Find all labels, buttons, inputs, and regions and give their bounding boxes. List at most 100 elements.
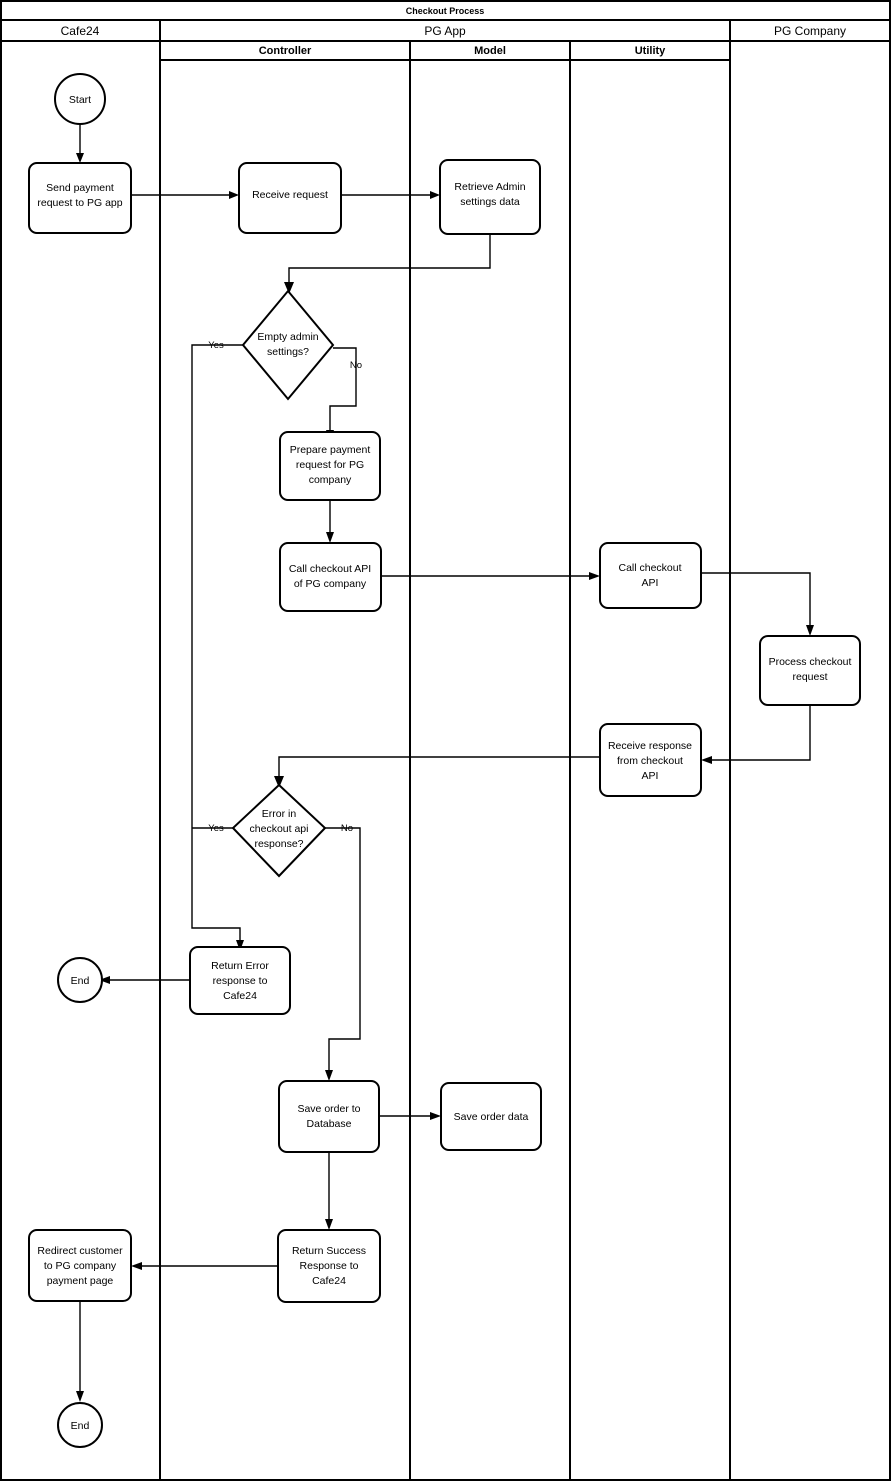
- node-receive-request-label: Receive request: [252, 189, 328, 201]
- node-return-success-line-2: Response to: [300, 1260, 359, 1272]
- node-error-in-checkout-api-response-decision[interactable]: Error in checkout api response?: [231, 783, 327, 878]
- node-save-order-line-2: Database: [307, 1118, 352, 1130]
- node-end-error[interactable]: End: [57, 957, 103, 1003]
- return-success-response-box[interactable]: [277, 1229, 381, 1303]
- node-empty-admin-line-1: Empty admin: [257, 331, 318, 343]
- arrowhead-start-to-send-payment: [76, 153, 84, 163]
- node-send-payment-line-1: Send payment: [46, 182, 114, 194]
- arrowhead-return-success-to-redirect-customer: [131, 1262, 142, 1270]
- node-error-decision-line-2: checkout api: [250, 823, 309, 835]
- node-empty-admin-line-2: settings?: [267, 346, 309, 358]
- sublane-label-controller: Controller: [259, 45, 312, 57]
- node-call-checkout-api-of-pg-company[interactable]: Call checkout API of PG company: [279, 542, 382, 612]
- node-receive-request[interactable]: Receive request: [238, 162, 342, 234]
- node-retrieve-admin-settings[interactable]: Retrieve Admin settings data: [439, 159, 541, 235]
- node-redirect-customer-line-2: to PG company: [44, 1260, 117, 1272]
- node-start[interactable]: Start: [54, 73, 106, 125]
- receive-response-from-checkout-api-box[interactable]: [599, 723, 702, 797]
- arrowhead-retrieve-admin-to-empty-admin-decision: [284, 282, 294, 294]
- node-empty-admin-settings-decision[interactable]: Empty admin settings?: [241, 289, 335, 401]
- arrowhead-send-payment-to-receive-request: [229, 191, 239, 199]
- node-call-checkout-api-line-2: API: [642, 577, 659, 589]
- receive-request-box[interactable]: [238, 162, 342, 234]
- node-receive-response-line-3: API: [642, 770, 659, 782]
- edge-empty-admin-yes-to-return-error: [191, 344, 243, 942]
- node-return-success-response[interactable]: Return Success Response to Cafe24: [277, 1229, 381, 1303]
- node-redirect-customer[interactable]: Redirect customer to PG company payment …: [28, 1229, 132, 1302]
- node-return-error-line-2: response to: [213, 975, 268, 987]
- node-receive-response-from-checkout-api[interactable]: Receive response from checkout API: [599, 723, 702, 797]
- node-return-error-response[interactable]: Return Error response to Cafe24: [189, 946, 291, 1015]
- node-call-checkout-pg-line-2: of PG company: [294, 578, 367, 590]
- edge-receive-response-to-error-decision: [278, 756, 600, 778]
- redirect-customer-box[interactable]: [28, 1229, 132, 1302]
- save-order-to-database-box[interactable]: [278, 1080, 380, 1153]
- save-order-data-box[interactable]: [440, 1082, 542, 1151]
- node-send-payment-line-2: request to PG app: [37, 197, 122, 209]
- edge-label-empty-admin-no: No: [350, 360, 362, 371]
- node-return-success-line-1: Return Success: [292, 1245, 366, 1257]
- arrowhead-empty-admin-yes-to-return-error: [236, 940, 244, 951]
- send-payment-request-box[interactable]: [28, 162, 132, 234]
- node-save-order-to-database[interactable]: Save order to Database: [278, 1080, 380, 1153]
- node-redirect-customer-line-3: payment page: [47, 1275, 114, 1287]
- node-retrieve-admin-line-2: settings data: [460, 196, 520, 208]
- arrowhead-receive-response-to-error-decision: [274, 776, 284, 788]
- diagram-title: Checkout Process: [406, 6, 485, 16]
- node-call-checkout-api[interactable]: Call checkout API: [599, 542, 702, 609]
- node-retrieve-admin-line-1: Retrieve Admin: [454, 181, 525, 193]
- node-return-success-line-3: Cafe24: [312, 1275, 346, 1287]
- node-process-checkout-line-2: request: [792, 671, 827, 683]
- arrowhead-prepare-payment-to-call-checkout-pg: [326, 532, 334, 543]
- connector-layer: Prepare payment request --> No down long…: [76, 124, 814, 1402]
- node-call-checkout-pg-line-1: Call checkout API: [289, 563, 371, 575]
- arrowhead-save-order-to-return-success: [325, 1219, 333, 1230]
- node-save-order-line-1: Save order to: [297, 1103, 360, 1115]
- node-end-success[interactable]: End: [57, 1402, 103, 1448]
- edge-empty-admin-no-to-prepare-payment: [329, 347, 357, 432]
- arrowhead-call-checkout-pg-to-call-checkout-api: [589, 572, 600, 580]
- sublane-label-utility: Utility: [635, 45, 666, 57]
- node-save-order-data[interactable]: Save order data: [440, 1082, 542, 1151]
- arrowhead-save-order-to-save-order-data: [430, 1112, 441, 1120]
- node-start-label: Start: [69, 94, 91, 106]
- process-checkout-request-box[interactable]: [759, 635, 861, 706]
- lane-label-pg-app: PG App: [424, 24, 466, 38]
- node-receive-response-line-1: Receive response: [608, 740, 692, 752]
- start-circle[interactable]: [54, 73, 106, 125]
- call-checkout-api-box[interactable]: [599, 542, 702, 609]
- node-send-payment-request[interactable]: Send payment request to PG app: [28, 162, 132, 234]
- node-prepare-payment-line-1: Prepare payment: [290, 444, 371, 456]
- arrowhead-error-no-to-save-order: [325, 1070, 333, 1081]
- prepare-payment-request-box[interactable]: [279, 431, 381, 501]
- edge-label-empty-admin-yes: Yes: [208, 340, 224, 351]
- edge-error-no-to-save-order: [325, 827, 361, 1072]
- node-prepare-payment-line-2: request for PG: [296, 459, 364, 471]
- empty-admin-settings-diamond[interactable]: [241, 289, 335, 401]
- node-layer: Start Send payment request to PG app Rec…: [28, 73, 861, 1448]
- node-prepare-payment-request[interactable]: Prepare payment request for PG company: [279, 431, 381, 501]
- node-process-checkout-request[interactable]: Process checkout request: [759, 635, 861, 706]
- return-error-response-box[interactable]: [189, 946, 291, 1015]
- node-redirect-customer-line-1: Redirect customer: [37, 1245, 123, 1257]
- edge-call-checkout-api-to-process-checkout: [701, 572, 811, 627]
- node-end-error-label: End: [71, 975, 90, 987]
- node-receive-response-line-2: from checkout: [617, 755, 683, 767]
- error-in-checkout-api-response-diamond[interactable]: [231, 783, 327, 878]
- node-error-decision-line-1: Error in: [262, 808, 297, 820]
- node-prepare-payment-line-3: company: [309, 474, 352, 486]
- retrieve-admin-settings-box[interactable]: [439, 159, 541, 235]
- node-call-checkout-api-line-1: Call checkout: [618, 562, 681, 574]
- end-success-circle[interactable]: [57, 1402, 103, 1448]
- sublane-label-model: Model: [474, 45, 506, 57]
- edge-process-checkout-to-receive-response: [710, 705, 811, 761]
- call-checkout-api-of-pg-company-box[interactable]: [279, 542, 382, 612]
- node-return-error-line-1: Return Error: [211, 960, 269, 972]
- end-error-circle[interactable]: [57, 957, 103, 1003]
- node-process-checkout-line-1: Process checkout: [769, 656, 852, 668]
- arrowhead-call-checkout-api-to-process-checkout: [806, 625, 814, 636]
- node-error-decision-line-3: response?: [254, 838, 303, 850]
